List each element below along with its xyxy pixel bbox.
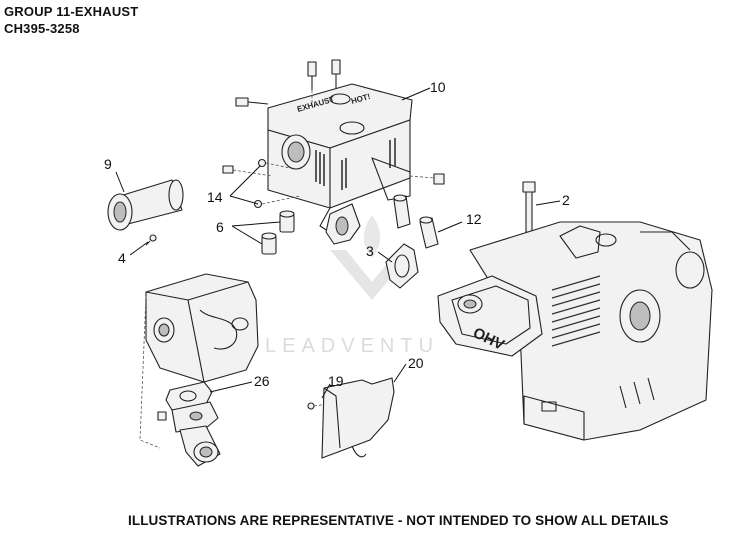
callout-14[interactable]: 14 [207, 189, 223, 205]
leader-lines [115, 87, 561, 399]
spark-arrestor-tube-part-9[interactable] [107, 179, 184, 231]
callout-20[interactable]: 20 [408, 355, 424, 371]
screw-part-19[interactable] [307, 402, 329, 410]
spacer-part-12[interactable] [393, 194, 439, 249]
callout-6[interactable]: 6 [216, 219, 224, 235]
muffler [139, 273, 259, 449]
callout-26[interactable]: 26 [254, 373, 270, 389]
model-number: CH395-3258 [4, 21, 80, 36]
bracket-part-20[interactable] [321, 377, 395, 459]
callout-10[interactable]: 10 [430, 79, 446, 95]
callout-12[interactable]: 12 [466, 211, 482, 227]
callout-9[interactable]: 9 [104, 156, 112, 172]
callout-numbers: 10 9 14 6 4 2 12 3 20 19 26 [104, 79, 570, 389]
heat-shield-bolts[interactable] [235, 59, 445, 185]
gasket-part-26[interactable] [165, 381, 213, 411]
watermark-text: LEADVENTU [265, 335, 439, 357]
gasket-part-3[interactable] [385, 243, 419, 289]
engine-block: OHV [437, 221, 713, 441]
callout-3[interactable]: 3 [366, 243, 374, 259]
screw-part-4[interactable] [145, 234, 157, 246]
group-title: GROUP 11-EXHAUST [4, 4, 139, 19]
exhaust-elbow [157, 401, 221, 467]
callout-2[interactable]: 2 [562, 192, 570, 208]
callout-19[interactable]: 19 [328, 373, 344, 389]
disclaimer-footer: ILLUSTRATIONS ARE REPRESENTATIVE - NOT I… [128, 513, 669, 528]
exhaust-flange-upper[interactable] [325, 203, 361, 245]
screw-part-14[interactable] [222, 158, 301, 209]
heat-shield-part-10[interactable]: EXHAUST HOT! [267, 83, 413, 237]
stud-part-6[interactable] [261, 210, 295, 255]
bolt-part-2[interactable] [522, 181, 536, 233]
callout-4[interactable]: 4 [118, 250, 126, 266]
